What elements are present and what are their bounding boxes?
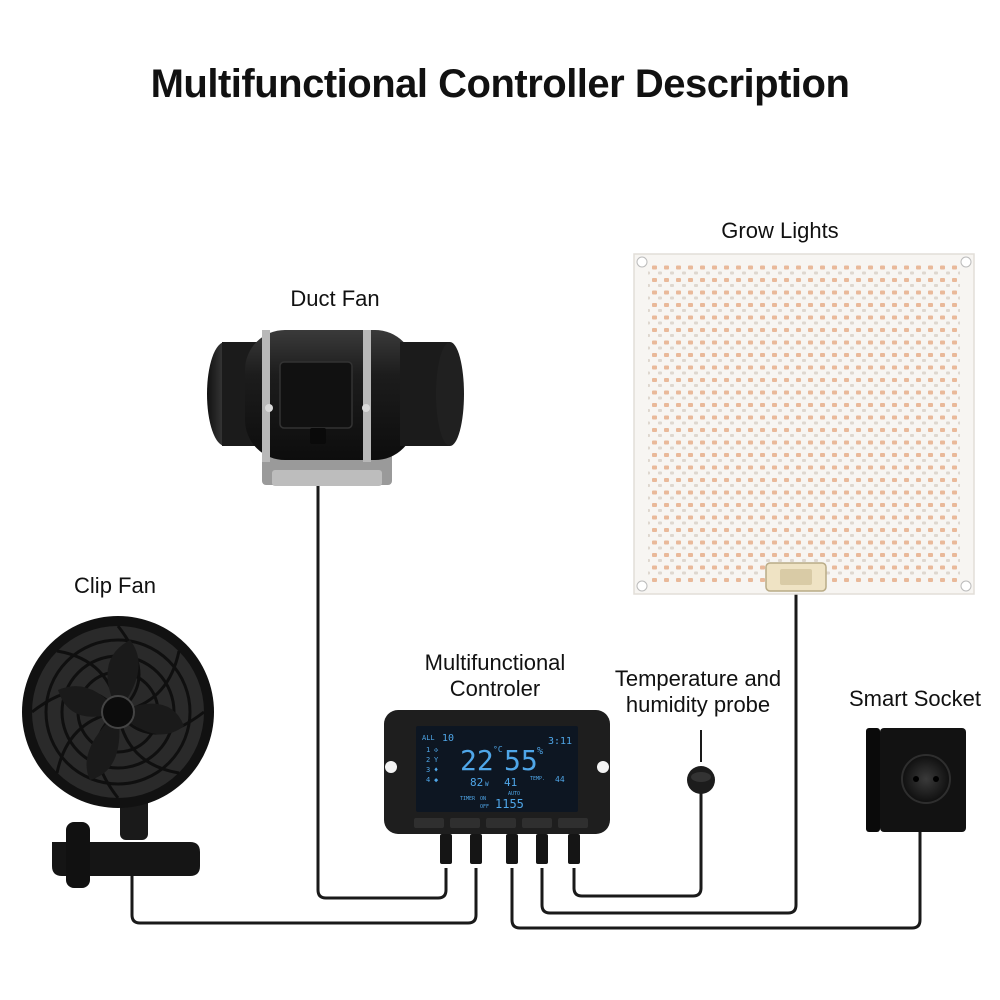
humidifier-icon: Y [434,756,439,764]
lcd-temperature-unit: °C [493,745,503,754]
grow-lights-label: Grow Lights [721,218,839,243]
lcd-all: ALL [422,734,435,742]
lcd-row3: 3 [426,766,430,774]
smart-socket [866,728,966,832]
controller: ALL 10 1 2 3 4 22 °C 55 % 3:11 82 W 41 T… [384,710,610,864]
lcd-icons: ✣ Y ♦ ◆ [434,746,439,784]
lcd-row1: 1 [426,746,430,754]
lcd-temperature: 22 [460,744,494,777]
controller-button-2[interactable] [450,818,480,828]
grow-lights-cable [540,590,798,915]
smart-socket-cable [510,832,922,930]
controller-button-5[interactable] [558,818,588,828]
clip-fan [22,616,214,888]
probe-cable [572,792,703,898]
clip-fan-blades [58,640,184,780]
controller-label: Multifunctional Controler [395,650,595,702]
lcd-humidity: 55 [504,744,538,777]
probe-label-line2: humidity probe [625,692,771,717]
controller-label-line1: Multifunctional [424,650,566,675]
lcd-temp-small: 44 [555,775,565,784]
lcd-timer-value: 1155 [495,797,524,811]
lcd-row4: 4 [426,776,430,784]
controller-buttons [414,818,588,828]
lcd-time: 3:11 [548,736,572,747]
clip-fan-label: Clip Fan [74,573,156,598]
lcd-ph: 41 [504,776,517,789]
probe-label-line1: Temperature and [614,666,782,691]
probe-label: Temperature and humidity probe [598,666,798,718]
light-icon: ◆ [434,776,439,784]
smart-socket-outlet [901,754,951,804]
lcd-channel-count: 10 [442,733,454,744]
lcd-off: OFF [480,804,489,810]
lcd-timer: TIMER [460,796,476,802]
lcd-row2: 2 [426,756,430,764]
controller-button-4[interactable] [522,818,552,828]
grow-light-panel [633,253,975,595]
lcd-temp-label: TEMP. [530,776,545,782]
controller-label-line2: Controler [449,676,541,701]
lcd-on: ON [480,796,486,802]
duct-fan-label: Duct Fan [290,286,380,311]
duct-fan-right-collar [436,342,464,446]
page-title: Multifunctional Controller Description [150,62,850,106]
smart-socket-label: Smart Socket [848,686,982,711]
lcd-power-unit: W [485,781,489,788]
duct-fan-cable [316,445,448,900]
probe [687,766,715,794]
fan-icon: ✣ [434,746,439,754]
lcd-auto: AUTO [508,791,520,797]
controller-button-1[interactable] [414,818,444,828]
duct-fan-junction-box [279,361,353,429]
controller-screen [416,726,578,812]
controller-button-3[interactable] [486,818,516,828]
clip-fan-hub [101,695,135,729]
lcd-power: 82 [470,776,483,789]
duct-fan [207,330,464,486]
clip-fan-cable [130,868,478,925]
lcd-humidity-unit: % [537,746,543,757]
drop-icon: ♦ [434,766,438,774]
cables [130,445,922,930]
controller-ports [440,834,580,864]
